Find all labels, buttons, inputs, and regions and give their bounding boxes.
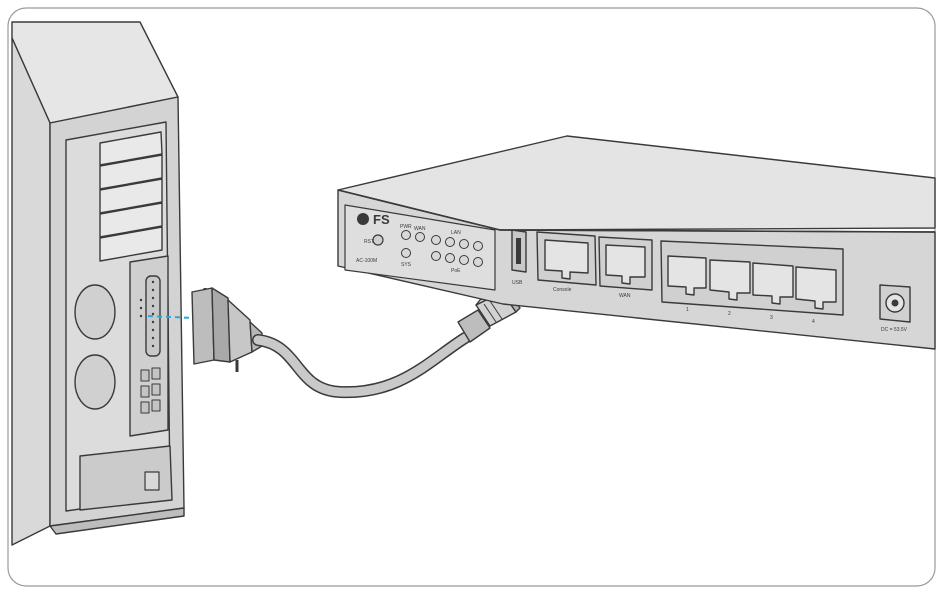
lan-1-label: 1 <box>686 307 689 313</box>
pwr-led <box>402 231 411 240</box>
poe-led <box>474 258 483 267</box>
computer-tower <box>12 22 184 545</box>
dc-label: DC = 53.5V <box>881 327 908 333</box>
console-port[interactable] <box>537 232 596 285</box>
console-label: Console <box>553 287 572 293</box>
sys-led <box>402 249 411 258</box>
lan-led-label: LAN <box>451 230 461 236</box>
fan-icon <box>75 285 115 339</box>
brand-label: FS <box>373 212 390 227</box>
dc-power-port[interactable] <box>880 285 910 322</box>
lan-4-label: 4 <box>812 319 815 325</box>
wan-port[interactable] <box>599 237 652 290</box>
lan-led <box>432 236 441 245</box>
pwr-label: PWR <box>400 224 412 230</box>
reset-label: RST <box>364 239 374 245</box>
lan-led <box>474 242 483 251</box>
poe-led <box>432 252 441 261</box>
lan-2-label: 2 <box>728 311 731 317</box>
model-label: AC-100M <box>356 258 377 264</box>
lan-led <box>446 238 455 247</box>
lan-led <box>460 240 469 249</box>
poe-led <box>460 256 469 265</box>
wan-port-label: WAN <box>619 293 631 299</box>
fan-icon <box>75 355 115 409</box>
wan-led <box>416 233 425 242</box>
usb-label: USB <box>512 280 523 286</box>
lan-3-label: 3 <box>770 315 773 321</box>
reset-button[interactable] <box>373 235 383 245</box>
sys-label: SYS <box>401 262 412 268</box>
poe-led <box>446 254 455 263</box>
wan-led-label: WAN <box>414 226 426 232</box>
poe-label: PoE <box>451 268 461 274</box>
fs-logo-icon <box>357 213 369 225</box>
